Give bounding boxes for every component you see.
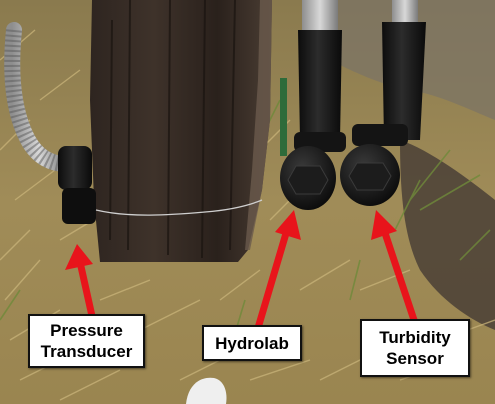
turbidity-collar [352,124,408,146]
hydrolab-label: Hydrolab [202,325,302,361]
post-edge [245,0,272,250]
turbidity-label-line2: Sensor [386,349,444,368]
green-grass [0,99,491,351]
transducer-body [62,188,96,224]
hydrolab-arrow [254,210,301,332]
pressure-transducer-label: Pressure Transducer [28,314,145,368]
left-conduit-ribs [4,29,67,172]
transducer-fitting [58,146,92,190]
turbidity-label-line1: Turbidity [379,328,451,347]
turbidity-nut [348,162,392,191]
mud-water [400,140,495,330]
hydrolab-label-text: Hydrolab [215,333,289,353]
green-stake [280,78,287,156]
turbidity-tube [382,22,426,140]
pointer-arrows [65,210,418,332]
turbidity-sensor-label: Turbidity Sensor [360,319,470,377]
turbidity-arrow [371,210,418,324]
pressure-label-line1: Pressure [50,321,123,340]
pressure-label-line2: Transducer [40,342,133,361]
wooden-post [90,0,272,262]
thin-cable [95,199,263,216]
white-pipe [186,377,227,404]
hydrolab-tube [298,30,342,140]
hydrolab-nut [287,165,329,195]
pressure-arrow [65,244,96,320]
